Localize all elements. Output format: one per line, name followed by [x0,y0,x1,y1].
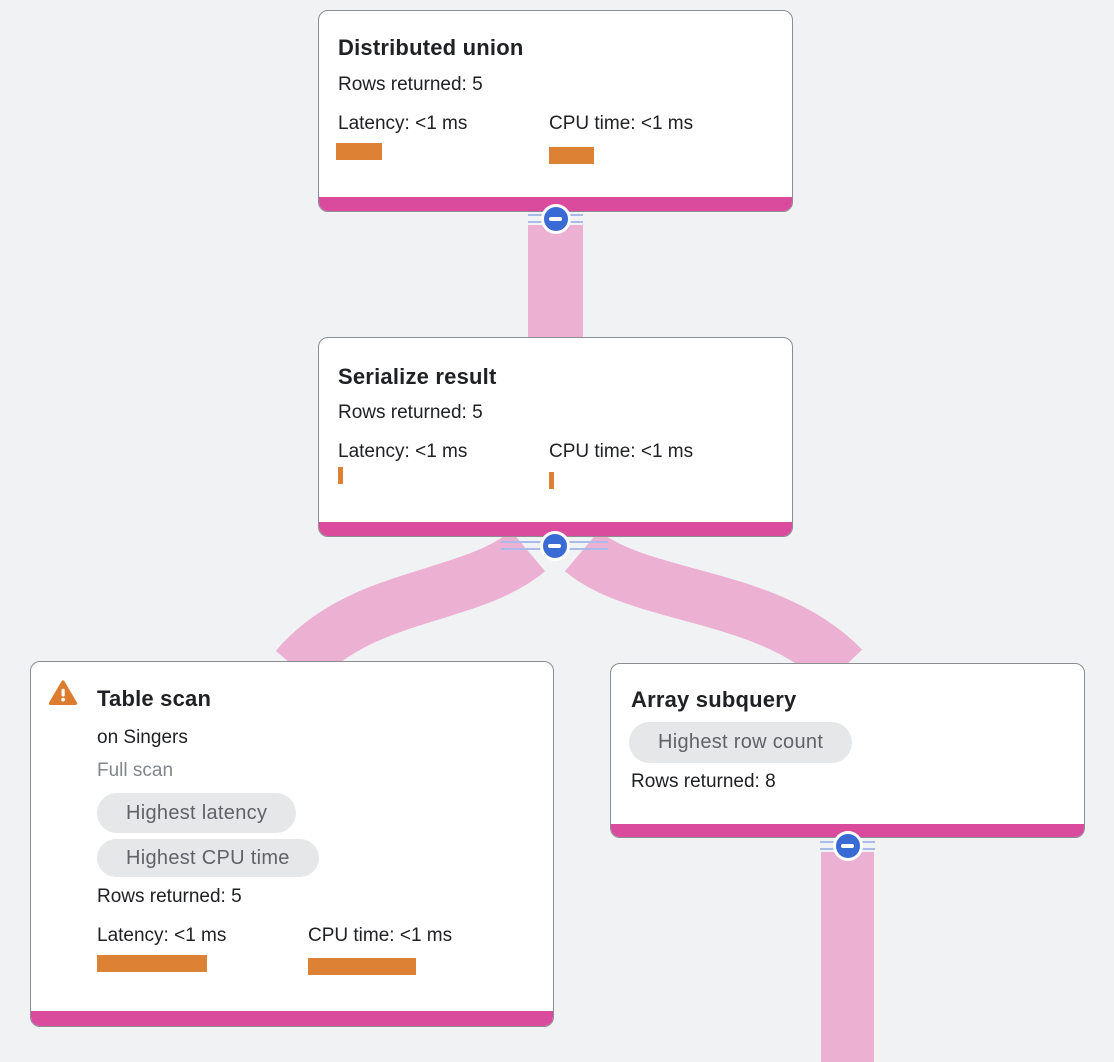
badge-highest-latency: Highest latency [97,793,297,833]
collapse-minus-icon[interactable] [539,531,570,561]
rows-returned-label: Rows returned: 5 [338,74,483,95]
connector-array-subquery [820,831,875,861]
plan-node-serialize-result[interactable]: Serialize result Rows returned: 5 Latenc… [318,337,793,537]
node-title: Distributed union [338,35,524,60]
minus-glyph [549,217,562,221]
node-footer-bar [319,522,792,536]
plan-node-array-subquery[interactable]: Array subquery Highest row count Rows re… [610,663,1085,838]
latency-bar [336,143,382,160]
badge-highest-cpu-time: Highest CPU time [97,839,319,877]
minus-glyph [841,844,854,848]
edge-arraysubquery-to-child [821,852,874,1062]
cpu-time-label: CPU time: <1 ms [549,113,694,134]
node-title: Array subquery [631,687,797,712]
minus-glyph [548,544,561,548]
cpu-time-bar [549,147,594,164]
plan-node-distributed-union[interactable]: Distributed union Rows returned: 5 Laten… [318,10,793,212]
cpu-time-bar [308,958,416,975]
latency-bar [338,467,343,484]
latency-label: Latency: <1 ms [338,441,468,462]
rows-returned-label: Rows returned: 8 [631,771,776,792]
edge-serialize-to-arraysubquery [564,529,863,688]
cpu-time-label: CPU time: <1 ms [308,925,453,946]
node-title: Table scan [97,686,212,711]
latency-label: Latency: <1 ms [338,113,468,134]
cpu-time-label: CPU time: <1 ms [549,441,694,462]
edge-union-to-serialize [528,225,583,341]
collapse-minus-icon[interactable] [540,204,571,234]
warning-triangle-icon [48,680,78,705]
rows-returned-label: Rows returned: 5 [338,402,483,423]
latency-bar [97,955,207,972]
node-footer-bar [31,1011,553,1026]
scan-type-label: Full scan [97,760,174,781]
plan-node-table-scan[interactable]: Table scan on Singers Full scan Highest … [30,661,554,1027]
cpu-time-bar [549,472,554,489]
node-footer-bar [611,824,1084,837]
collapse-minus-icon[interactable] [832,831,863,861]
connector-distributed-union [528,204,583,234]
rows-returned-label: Rows returned: 5 [97,886,242,907]
latency-label: Latency: <1 ms [97,925,227,946]
connector-serialize-result [501,531,608,561]
edge-serialize-to-tablescan [275,529,546,686]
node-title: Serialize result [338,364,497,389]
node-subtitle: on Singers [97,727,188,748]
badge-highest-row-count: Highest row count [629,722,853,763]
